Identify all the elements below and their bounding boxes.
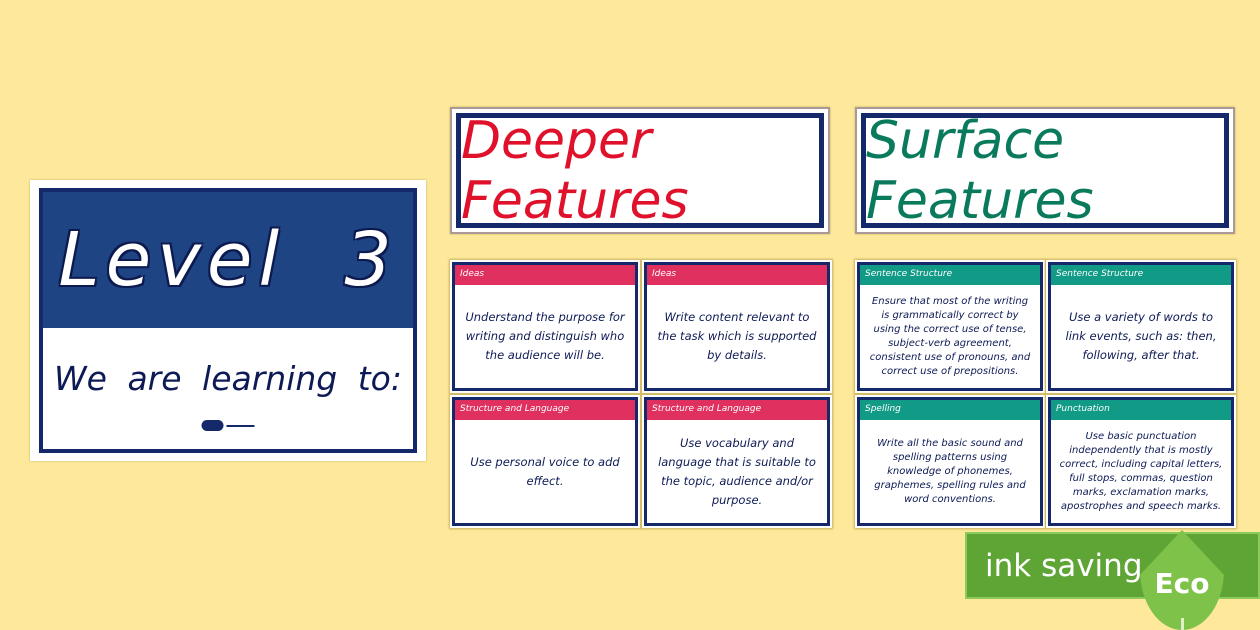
card-category: Structure and Language [647,400,827,420]
eco-label: Eco [1154,567,1210,600]
leaf-icon: Eco [1140,530,1224,630]
surface-features-header: Surface Features [855,107,1235,234]
twinkl-logo [201,420,255,431]
card-category: Sentence Structure [860,265,1040,285]
card-text: Use personal voice to add effect. [470,454,620,488]
learning-subtitle: We are learning to: [54,359,402,398]
ink-saving-label: ink saving [985,547,1143,584]
card-text: Write content relevant to the task which… [657,310,817,362]
deeper-features-header: Deeper Features [450,107,830,234]
card-category: Ideas [647,265,827,285]
level-title: Level 3 [58,217,398,303]
card-text: Write all the basic sound and spelling p… [874,437,1026,505]
level-card: Level 3 We are learning to: [30,180,426,461]
card-category: Structure and Language [455,400,635,420]
card-category: Sentence Structure [1051,265,1231,285]
card-text: Use a variety of words to link events, s… [1065,310,1217,362]
card-category: Ideas [455,265,635,285]
card-text: Use vocabulary and language that is suit… [658,435,816,507]
leaf-stem [1181,618,1184,630]
card-text: Ensure that most of the writing is gramm… [869,295,1031,377]
card-category: Spelling [860,400,1040,420]
card-text: Use basic punctuation independently that… [1059,430,1223,512]
card-text: Understand the purpose for writing and d… [465,310,625,362]
card-category: Punctuation [1051,400,1231,420]
